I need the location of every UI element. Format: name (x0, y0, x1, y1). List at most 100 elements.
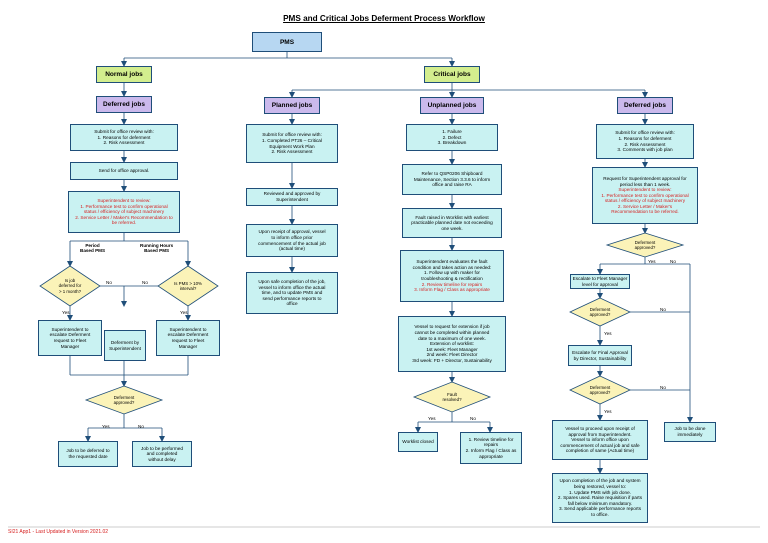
c2-planned-jobs-header: Planned jobs (264, 97, 320, 114)
c3-fres-line: Fault (447, 391, 457, 397)
c1-esc2-line: request to Fleet (171, 338, 205, 343)
c3-fault-line: Fault raised in Worklist with earliest (415, 214, 489, 220)
c2-safe-line: Upon safe completion of the job, (258, 279, 326, 285)
c1-supt-line: 2. Service Letter / Maker's Recommendati… (75, 214, 173, 220)
c1-supt-review-box: Superintendent to review: 1. Performance… (68, 191, 180, 233)
c3-eval-line: condition and takes action as needed: (412, 264, 492, 270)
decision-diamond-c4-1 (605, 232, 685, 258)
c1-defby-line: Superintendent (109, 345, 141, 351)
c4-yes-label: Yes (604, 331, 612, 336)
c3-fault-box: Fault raised in Worklist with earliest p… (402, 208, 502, 238)
c1-no-label: No (106, 280, 112, 285)
c4-dapp2-line: approved? (589, 312, 611, 317)
c4-upon-line: 1. Update PMS with job done. (568, 489, 631, 495)
c4-proceed-line: completion of same (Actual time) (565, 448, 635, 454)
c1-diamond2-text: Is PMS > 10% interval? (162, 278, 214, 294)
c2-safe-line: vessel to inform office the actual (258, 284, 326, 290)
c4-immediate-line: immediately (677, 432, 703, 437)
c4-final-line: by Director, Sustainability (573, 355, 627, 361)
c1-diamond1-text: Is job deferred for > 1 month? (44, 276, 96, 296)
c1-deferred-line: Job to be deferred to (66, 448, 110, 454)
c1-deferred-to-date-box: Job to be deferred to the requested date (58, 441, 118, 467)
c1-yes-label: Yes (102, 424, 110, 429)
c4-dapp3-line: Deferment (589, 384, 611, 390)
c1-submit-line: 1. Reasons for deferment (97, 134, 151, 140)
c1-send-text: Send for office approval. (98, 168, 150, 174)
c1-running-line: Based PMS (144, 248, 170, 253)
footer-note: SI21 App1 - Last Updated in Version 2021… (8, 529, 109, 535)
c4-request-red-line: Superintendent to review: (618, 187, 672, 193)
c2-submit-line: Submit for office review with: (262, 132, 322, 138)
c1-completed-box: Job to be performed and completed withou… (132, 441, 192, 467)
c4-request-red-line: Recommendation to be referred. (611, 209, 679, 215)
c1-running-label: Running Hours Based PMS (140, 243, 173, 253)
c1-d1-line: > 1 month? (58, 288, 82, 294)
decision-diamond-deferment (84, 385, 164, 415)
c3-ext-line: 1st week: Fleet Manager (426, 346, 478, 352)
c3-no-label: No (470, 416, 476, 421)
c1-send-box: Send for office approval. (70, 162, 178, 180)
c4-dapp1-line: Deferment (634, 239, 656, 245)
c1-esc2-line: Superintendent to (169, 326, 207, 332)
c1-esc2-line: Manager (178, 343, 198, 349)
c4-no-label: No (660, 385, 666, 390)
c1-period-label: Period Based PMS (80, 243, 105, 253)
c3-review-timeline-box: 1. Review timeline for repairs 2. Inform… (460, 432, 522, 464)
c4-immediate-box: Job to be done immediately (664, 422, 716, 442)
decision-diamond-1month (39, 265, 101, 307)
c2-receipt-line: (actual time) (279, 246, 305, 252)
c2-submit-line: 1. Completed PT26 – Critical (262, 137, 322, 143)
c3-fres-line: resolved? (442, 397, 462, 402)
c1-deferred-jobs-header: Deferred jobs (96, 96, 152, 113)
c2-submit-line: 2. Risk Assessment (271, 149, 313, 155)
c4-immediate-line: Job to be done (674, 426, 706, 432)
c2-reviewed-box: Reviewed and approved by Superintendent (246, 188, 338, 206)
c1-dapp-line: approved? (113, 400, 135, 405)
c1-supt-line: be referred. (111, 220, 137, 226)
c3-list-line: 1. Failure (442, 129, 462, 135)
c4-proceed-line: Vessel to inform office upon (571, 437, 629, 443)
c3-refer-box: Refer to QSP0206 Shipboard Maintenance, … (402, 164, 502, 195)
c3-closed-text: Worklist closed (402, 439, 434, 445)
c1-supt-line: Superintendent to review: (97, 198, 151, 204)
c1-escalate-box-2: Superintendent to escalate Deferment req… (156, 320, 220, 356)
c4-approved-text-2: Deferment approved? (574, 305, 626, 319)
c4-upon-line: 3. Send applicable performance reports (558, 506, 642, 512)
c2-safe-line: time, and to update PMS and (261, 290, 323, 296)
c4-request-box: Request for Superintendent approval for … (592, 167, 698, 224)
c2-receipt-box: Upon receipt of approval, vessel to info… (246, 224, 338, 257)
c4-approved-text-3: Deferment approved? (574, 383, 626, 397)
pms-box: PMS (252, 32, 322, 52)
c4-yes-label: Yes (648, 259, 656, 264)
c4-upon-completion-box: Upon completion of the job and system be… (552, 473, 648, 523)
c2-receipt-line: commencement of the actual job (258, 240, 326, 246)
c4-proceed-line: Vessel to proceed upon receipt of (565, 426, 635, 432)
c1-deferred-line: the requested date (68, 454, 108, 459)
c4-deferred-jobs-header: Deferred jobs (617, 97, 673, 114)
c3-evaluate-box: Superintendent evaluates the fault condi… (400, 250, 504, 302)
c1-defby-line: Deferment by (110, 339, 140, 345)
c4-submit-line: Submit for office review with: (615, 130, 675, 136)
c3-ext-line: Vessel to request for extension if job (414, 324, 490, 330)
c4-upon-line: 2. Spares used. Raise requisition if par… (557, 495, 643, 501)
c3-ext-line: 3rd week: FD + Director, Sustainability (412, 357, 492, 363)
c1-submit-box: Submit for office review with: 1. Reason… (70, 124, 178, 151)
c4-request-red-line: 2. Service Letter / Maker's (617, 203, 673, 209)
c2-receipt-line: to inform office prior (271, 234, 313, 240)
c4-proceed-line: approval from Superintendent. (568, 431, 632, 437)
normal-jobs-box: Normal jobs (96, 66, 152, 83)
c3-yes-label: Yes (428, 416, 436, 421)
c4-upon-line: Upon completion of the job and system (559, 478, 641, 484)
c3-review-line: 1. Review timeline for (468, 436, 514, 442)
c4-request-red-line: 1. Performance test to confirm operation… (601, 192, 689, 198)
c3-fault-resolved-text: Fault resolved? (424, 389, 480, 405)
c2-safe-completion-box: Upon safe completion of the job, vessel … (246, 272, 338, 314)
c3-refer-line: Refer to QSP0206 Shipboard (421, 171, 483, 177)
critical-jobs-box: Critical jobs (424, 66, 480, 83)
c1-escalate-box-1: Superintendent to escalate Deferment req… (38, 320, 102, 356)
c3-extension-box: Vessel to request for extension if job c… (398, 316, 506, 372)
c3-ext-line: Extension of worklist: (429, 341, 475, 347)
c4-dapp3-line: approved? (589, 390, 611, 395)
c3-review-line: 2. Inform Flag / Class as (465, 448, 517, 453)
